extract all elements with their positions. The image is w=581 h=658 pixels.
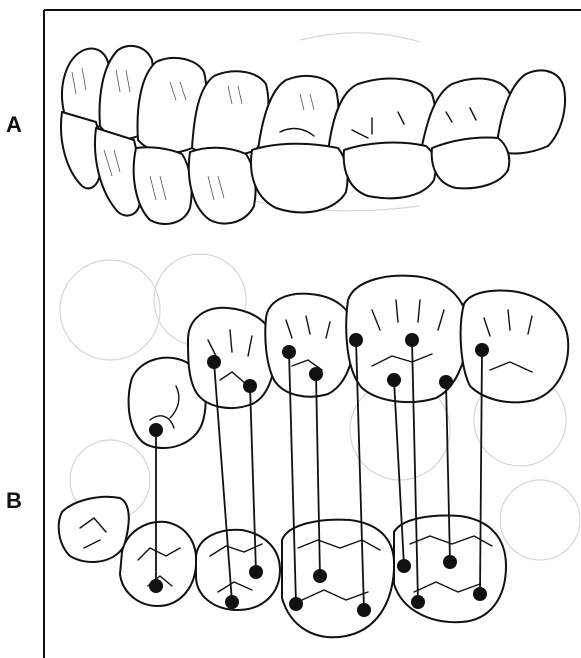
cusp-point bbox=[249, 565, 263, 579]
cusp-point bbox=[207, 355, 221, 369]
cusp-point bbox=[475, 343, 489, 357]
cusp-point bbox=[282, 345, 296, 359]
panel-a-lateral-view bbox=[61, 33, 565, 224]
lower-occlusal-teeth bbox=[59, 497, 506, 637]
lower-premolar-2-occlusal bbox=[196, 530, 280, 610]
lower-molar-2 bbox=[344, 143, 436, 199]
lower-premolar-1 bbox=[189, 148, 256, 224]
cusp-point bbox=[149, 579, 163, 593]
lower-molar-1 bbox=[251, 144, 348, 213]
cusp-point bbox=[397, 559, 411, 573]
upper-premolar-1-occlusal bbox=[188, 308, 275, 408]
cusp-point bbox=[149, 423, 163, 437]
cusp-point bbox=[225, 595, 239, 609]
cusp-point bbox=[473, 587, 487, 601]
cusp-point bbox=[387, 373, 401, 387]
upper-premolar-2-occlusal bbox=[265, 294, 354, 397]
cusp-point bbox=[405, 333, 419, 347]
cusp-point bbox=[289, 597, 303, 611]
upper-molar-3 bbox=[496, 70, 565, 153]
cusp-point bbox=[243, 379, 257, 393]
cusp-point bbox=[309, 367, 323, 381]
cusp-point bbox=[443, 555, 457, 569]
lower-incisor-occlusal bbox=[59, 497, 129, 562]
cusp-point bbox=[357, 603, 371, 617]
cusp-point bbox=[349, 333, 363, 347]
lower-molar-1-occlusal bbox=[282, 520, 394, 638]
panel-b-occlusal-view bbox=[59, 254, 580, 637]
cusp-point bbox=[439, 375, 453, 389]
cusp-point bbox=[411, 595, 425, 609]
lower-premolar-1-occlusal bbox=[120, 522, 196, 606]
upper-occlusal-teeth bbox=[129, 276, 569, 448]
lower-molar-3 bbox=[432, 137, 510, 188]
cusp-point bbox=[313, 569, 327, 583]
